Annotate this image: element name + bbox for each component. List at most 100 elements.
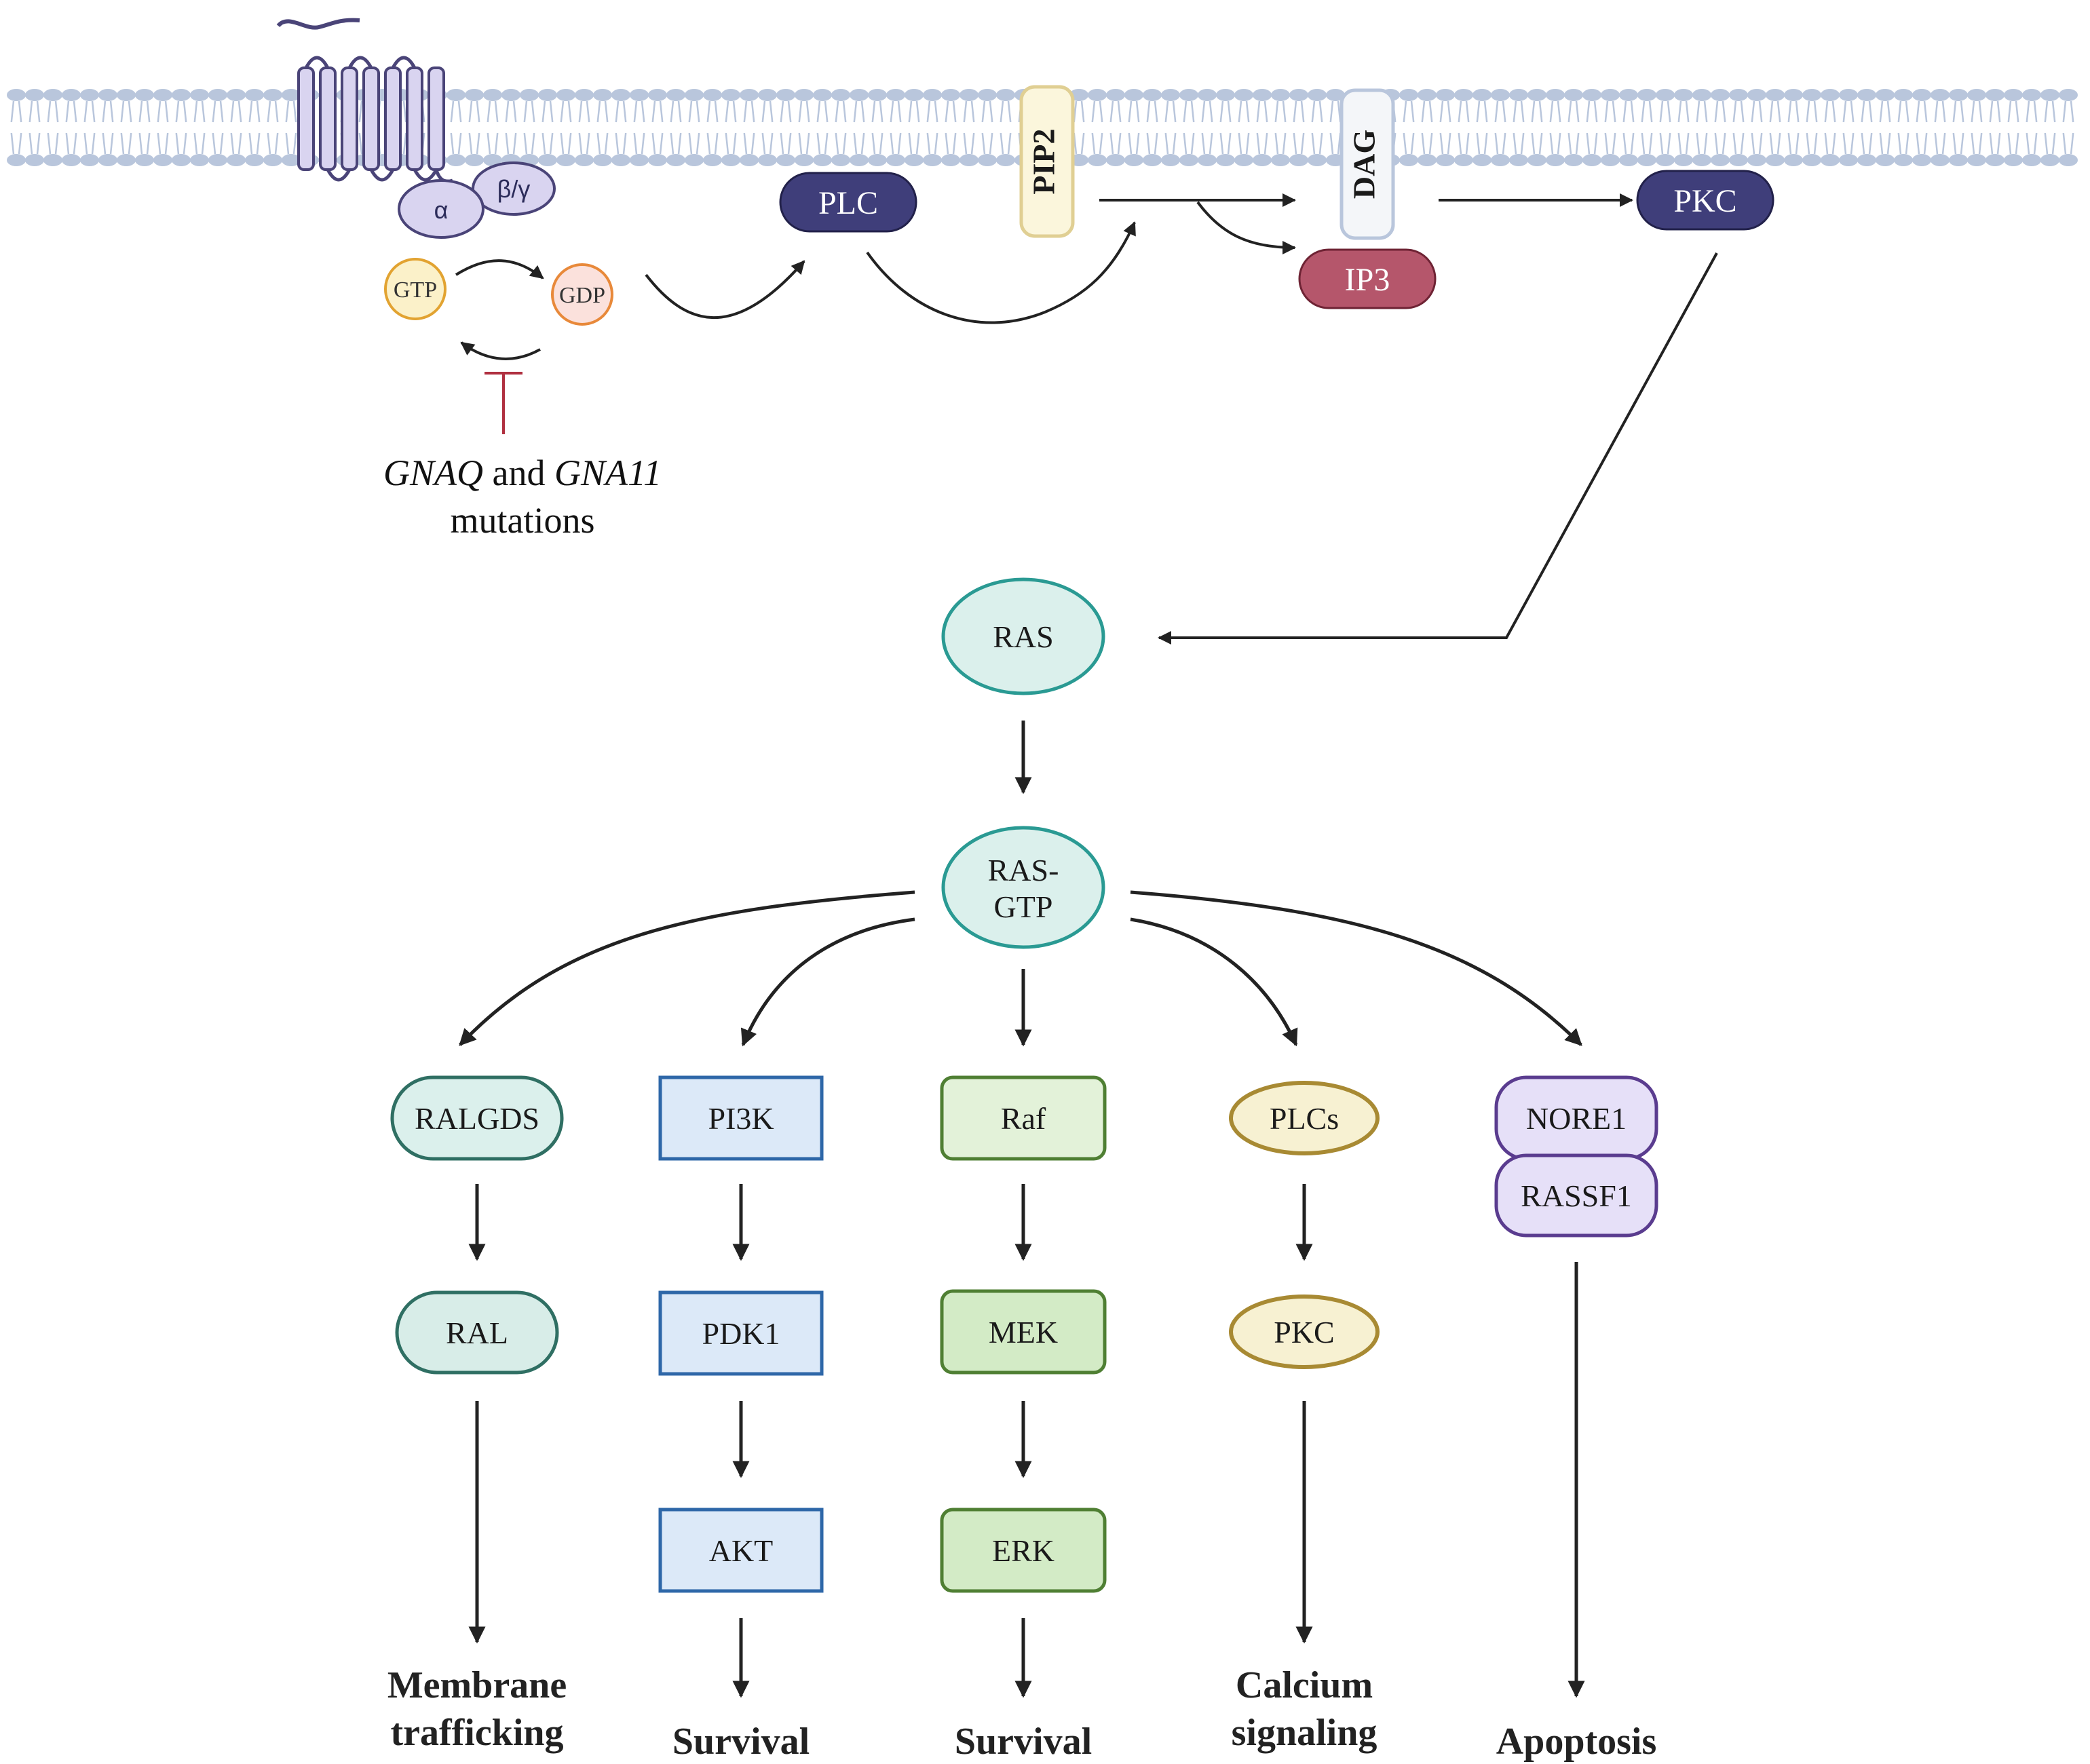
- lipid-tail: [688, 132, 693, 155]
- lipid-tail: [1190, 100, 1195, 123]
- lipid-head: [1821, 89, 1840, 101]
- lipid-tail: [2026, 132, 2030, 155]
- lipid-tail: [1007, 132, 1012, 155]
- lipid-head: [666, 89, 685, 101]
- lipid-head: [172, 154, 191, 166]
- lipid-tail: [1842, 132, 1847, 155]
- lipid-head: [1418, 89, 1437, 101]
- lipid-tail: [238, 100, 242, 123]
- lipid-head: [703, 154, 722, 166]
- lipid-tail: [1971, 132, 1975, 155]
- lipid-head: [1876, 89, 1895, 101]
- lipid-tail: [1861, 132, 1865, 155]
- lipid-tail: [787, 100, 792, 123]
- lipid-tail: [1549, 132, 1554, 155]
- lipid-head: [483, 154, 502, 166]
- svg-text:GDP: GDP: [559, 283, 605, 308]
- lipid-tail: [1824, 100, 1829, 123]
- lipid-tail: [1641, 100, 1646, 123]
- lipid-head: [831, 154, 850, 166]
- lipid-tail: [18, 100, 22, 123]
- lipid-head: [1509, 89, 1528, 101]
- lipid-tail: [1831, 100, 1836, 123]
- lipid-tail: [1410, 132, 1415, 155]
- lipid-tail: [714, 100, 719, 123]
- outcome-apoptosis: Apoptosis: [1496, 1721, 1657, 1763]
- inhibition-symbol: [484, 372, 522, 434]
- lipid-tail: [1586, 100, 1591, 123]
- lipid-tail: [1795, 100, 1800, 123]
- lipid-tail: [1905, 132, 1910, 155]
- lipid-tail: [1421, 100, 1426, 123]
- lipid-tail: [1428, 132, 1433, 155]
- lipid-head: [1802, 89, 1821, 101]
- lipid-head: [1399, 154, 1418, 166]
- lipid-tail: [1476, 132, 1481, 155]
- svg-text:NORE1: NORE1: [1526, 1101, 1627, 1136]
- lipid-tail: [1293, 132, 1297, 155]
- lipid-head: [1527, 154, 1546, 166]
- lipid-head: [1527, 89, 1546, 101]
- lipid-head: [905, 89, 924, 101]
- lipid-tail: [1135, 132, 1140, 155]
- lipid-tail: [1549, 100, 1554, 123]
- lipid-tail: [1227, 100, 1232, 123]
- svg-text:RAL: RAL: [446, 1316, 508, 1350]
- lipid-tail: [761, 132, 766, 155]
- lipid-head: [831, 89, 850, 101]
- rassf1-node: RASSF1: [1494, 1153, 1658, 1238]
- lipid-tail: [2026, 100, 2030, 123]
- lipid-tail: [1099, 100, 1103, 123]
- lipid-tail: [1146, 100, 1151, 123]
- lipid-tail: [596, 132, 601, 155]
- lipid-tail: [47, 100, 52, 123]
- lipid-tail: [1428, 100, 1433, 123]
- lipid-tail: [945, 132, 949, 155]
- lipid-tail: [1245, 100, 1250, 123]
- lipid-head: [1472, 89, 1492, 101]
- lipid-tail: [65, 132, 70, 155]
- lipid-tail: [267, 132, 271, 155]
- pip2-to-ip3-arrow: [1196, 201, 1296, 254]
- lipid-head: [2040, 89, 2059, 101]
- lipid-tail: [586, 100, 590, 123]
- lipid-head: [446, 154, 466, 166]
- lipid-tail: [10, 132, 15, 155]
- lipid-head: [80, 154, 99, 166]
- lipid-tail: [970, 132, 975, 155]
- lipid-head: [1088, 89, 1107, 101]
- lipid-tail: [567, 100, 572, 123]
- lipid-tail: [175, 100, 180, 123]
- lipid-tail: [120, 132, 125, 155]
- lipid-tail: [1109, 132, 1114, 155]
- lipid-tail: [1172, 100, 1177, 123]
- lipid-tail: [871, 132, 876, 155]
- lipid-tail: [457, 132, 462, 155]
- lipid-tail: [120, 100, 125, 123]
- outcome-calcium-signaling-line2: signaling: [1232, 1712, 1378, 1754]
- lipid-tail: [1905, 100, 1910, 123]
- lipid-tail: [1722, 100, 1726, 123]
- lipid-head: [1729, 154, 1748, 166]
- lipid-head: [1289, 89, 1308, 101]
- lipid-head: [1674, 89, 1693, 101]
- lipid-head: [850, 154, 869, 166]
- lipid-tail: [193, 132, 198, 155]
- lipid-tail: [2044, 100, 2049, 123]
- lipid-tail: [1458, 132, 1462, 155]
- lipid-tail: [146, 132, 151, 155]
- lipid-tail: [1685, 100, 1690, 123]
- lipid-tail: [743, 132, 748, 155]
- lipid-tail: [1934, 100, 1939, 123]
- lipid-head: [1179, 154, 1198, 166]
- lipid-head: [611, 89, 630, 101]
- lipid-head: [1582, 89, 1601, 101]
- outcome-calcium-signaling-line1: Calcium: [1236, 1664, 1373, 1706]
- lipid-head: [538, 154, 557, 166]
- lipid-head: [813, 154, 832, 166]
- lipid-tail: [641, 132, 645, 155]
- lipid-tail: [1850, 132, 1855, 155]
- svg-text:RALGDS: RALGDS: [415, 1101, 539, 1136]
- lipid-tail: [128, 132, 132, 155]
- lipid-tail: [1960, 132, 1964, 155]
